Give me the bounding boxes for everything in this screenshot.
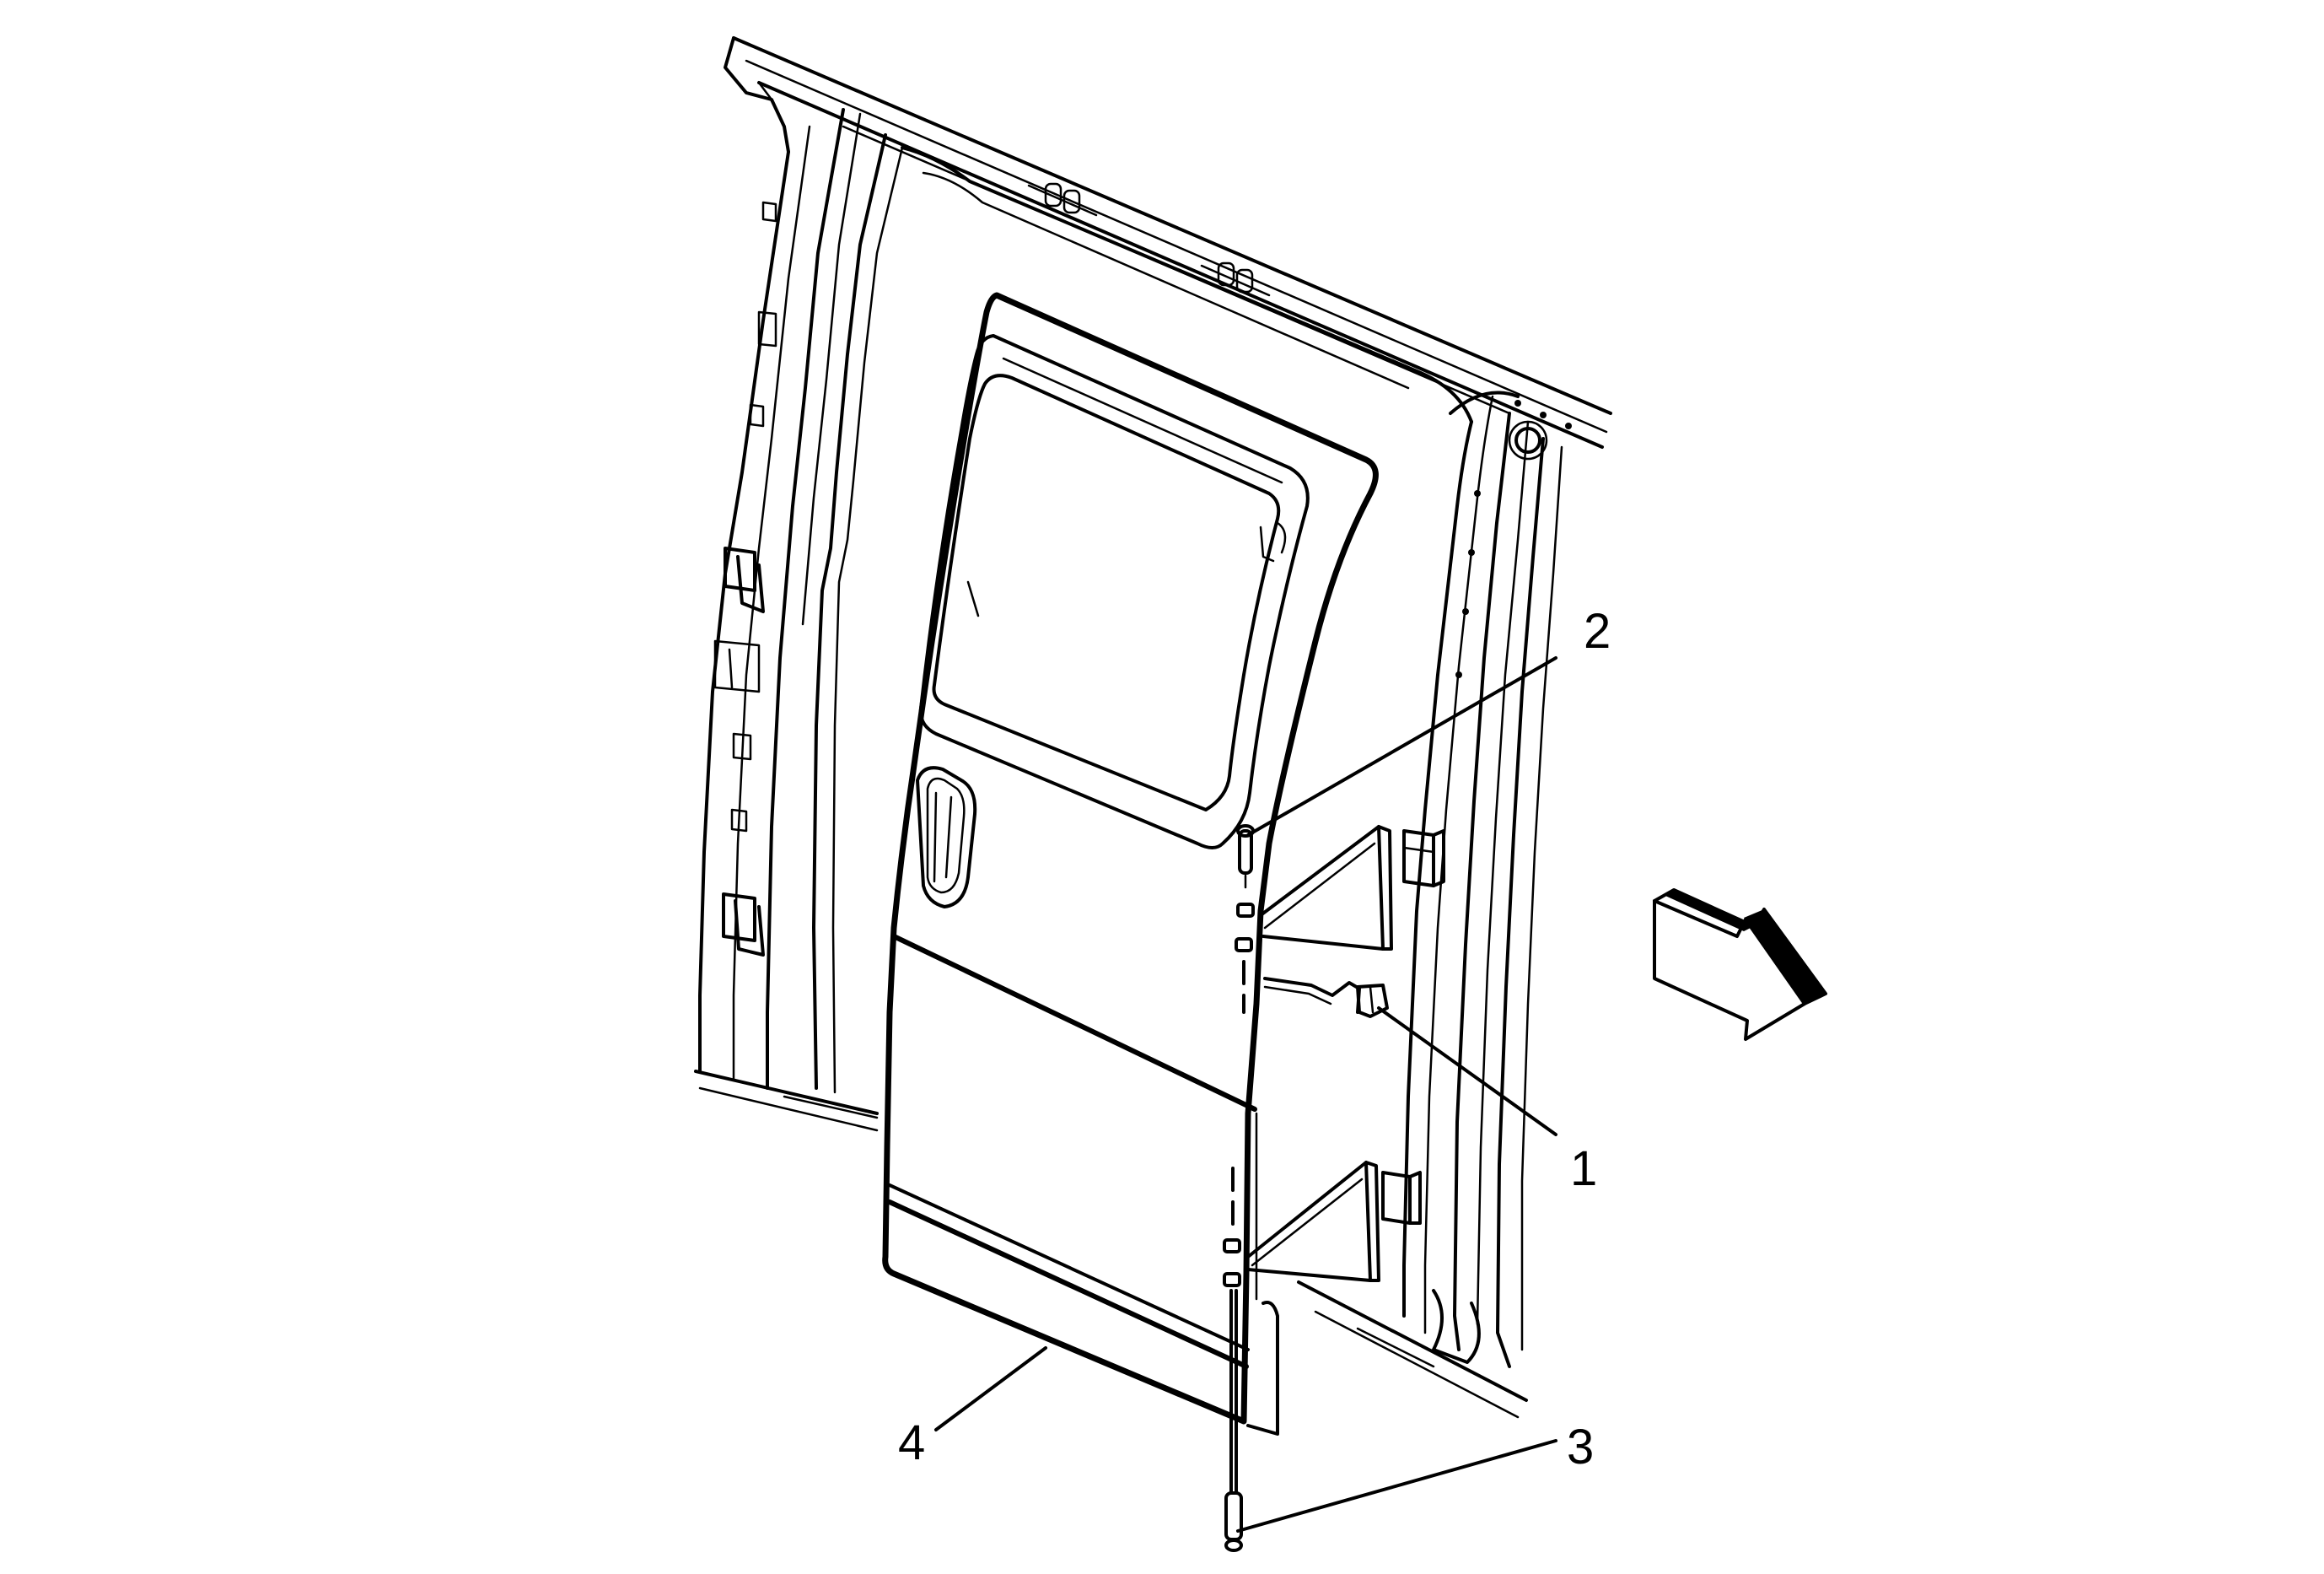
leader-lines [934, 656, 1557, 1533]
side-door [882, 292, 1379, 1436]
middle-door-hinge [1263, 977, 1361, 1014]
callout-3: 3 [1567, 1420, 1594, 1474]
upper-hinge-pin [1235, 824, 1255, 1014]
body-side-frame [694, 36, 1612, 1419]
callout-2: 2 [1584, 604, 1611, 659]
callout-4: 4 [898, 1415, 925, 1470]
lower-door-hinge [1246, 1161, 1380, 1282]
leader-line-2 [1246, 656, 1557, 837]
leader-line-4 [934, 1346, 1047, 1431]
lower-striker-bracket [722, 892, 765, 957]
door-handle [916, 766, 977, 908]
callout-1: 1 [1570, 1141, 1597, 1196]
roof-rail-slot [1027, 182, 1098, 217]
forward-direction-arrow-icon [1653, 888, 1827, 1041]
lower-body-hinge-bracket [1381, 1171, 1422, 1225]
upper-striker-bracket [713, 547, 765, 693]
upper-body-hinge-bracket [1402, 829, 1445, 887]
leader-line-1 [1377, 1006, 1557, 1136]
leader-line-3 [1236, 1439, 1557, 1533]
roof-rail-slot [1200, 261, 1271, 297]
lower-hinge-pin [1223, 1167, 1243, 1552]
upper-door-hinge [1259, 825, 1393, 951]
